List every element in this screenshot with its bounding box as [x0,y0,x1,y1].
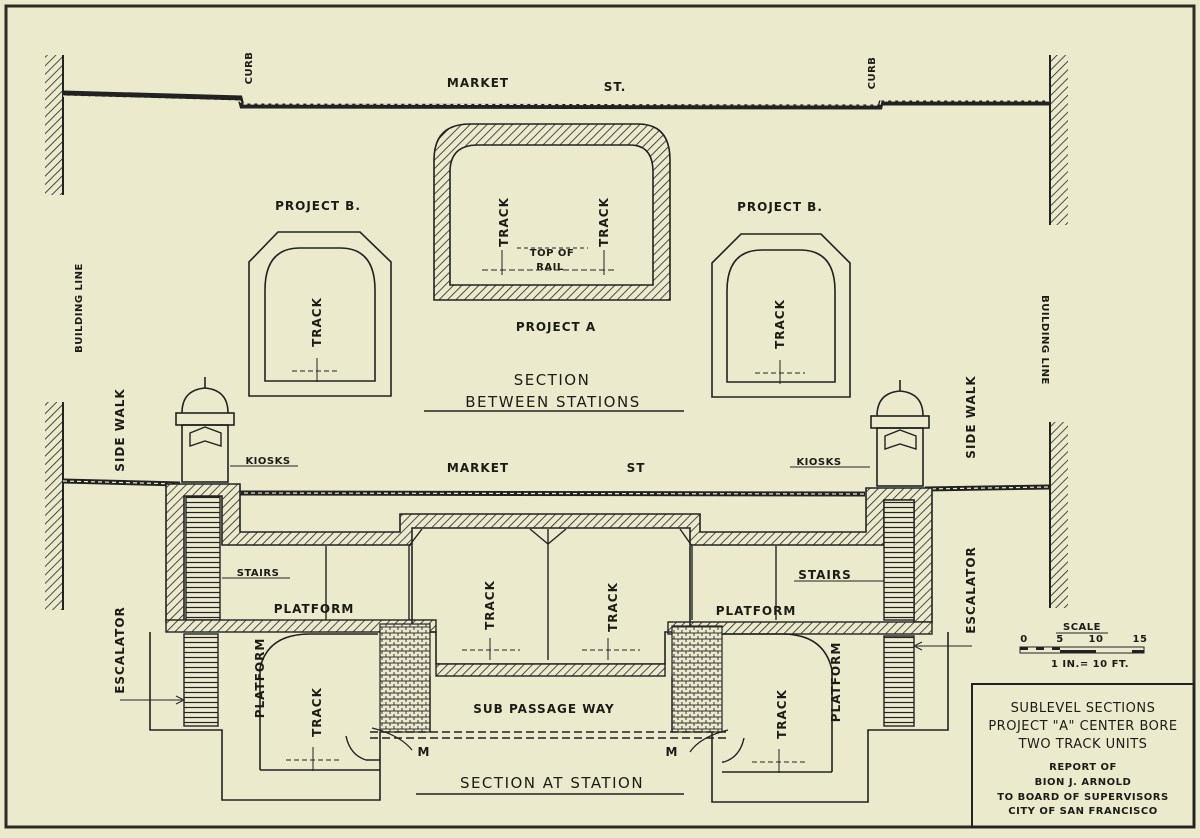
project-b-tunnel-left [248,231,392,397]
title-line-5: BION J. ARNOLD [1035,777,1132,788]
stairs-left [185,496,221,621]
street-abbrev-label-upper: ST. [604,80,627,94]
platform-slab [165,619,933,635]
market-street-label-upper: MARKET [447,76,509,90]
curb-label-left: CURB [244,52,255,85]
scale-tick-10: 10 [1089,634,1104,645]
platform-label-right: PLATFORM [716,604,797,618]
platform-vertical-label-left: PLATFORM [253,638,267,719]
section-label: SECTION [514,371,591,389]
platform-label-left: PLATFORM [274,602,355,616]
building-line-label-right: BUILDING LINE [1039,295,1050,385]
street-abbrev-label-lower: ST [627,461,646,475]
track-label-a-right: TRACK [597,197,611,247]
escalator-label-right: ESCALATOR [964,546,978,634]
street-surface-lower [62,478,1051,497]
track-label-station-center-right: TRACK [606,582,620,632]
side-walk-label-right: SIDE WALK [964,375,978,458]
market-street-label-lower: MARKET [447,461,509,475]
lower-track-tunnel-left [149,632,381,801]
rail-label: RAIL [536,262,564,273]
platform-vertical-label-right: PLATFORM [829,642,843,723]
scale-tick-15: 15 [1133,634,1148,645]
between-stations-label: BETWEEN STATIONS [465,393,640,411]
m-label-right: M [666,745,679,759]
escalator-label-left: ESCALATOR [113,606,127,694]
project-b-label-right: PROJECT B. [737,200,823,214]
track-label-station-left: TRACK [310,687,324,737]
top-of-label: TOP OF [530,248,574,259]
m-label-left: M [418,745,431,759]
track-label-a-left: TRACK [497,197,511,247]
sheet-border [4,4,1196,829]
title-line-4: REPORT OF [1049,762,1117,773]
title-block-frame [971,683,1195,828]
street-surface-upper [62,90,1050,110]
sub-passage-way [370,676,730,753]
sub-passage-label: SUB PASSAGE WAY [473,702,614,716]
brick-pier-right [671,625,723,733]
lower-track-tunnel-right [711,632,949,803]
kiosks-label-right: KIOSKS [796,457,841,468]
building-line-walls-lower [45,402,1068,610]
project-b-tunnel-right [711,233,851,398]
side-walk-label-left: SIDE WALK [113,388,127,471]
kiosk-right [870,380,930,487]
track-label-station-center-left: TRACK [483,580,497,630]
stairs-label-left: STAIRS [237,568,280,579]
kiosk-left [175,377,235,483]
station-struts [325,528,777,660]
scale-tick-5: 5 [1056,634,1063,645]
scale-title: SCALE [1063,622,1101,633]
title-line-7: CITY OF SAN FRANCISCO [1008,806,1157,817]
track-label-b-right: TRACK [773,299,787,349]
stairs-label-right: STAIRS [798,568,852,582]
brick-pier-left [379,623,431,733]
title-line-1: SUBLEVEL SECTIONS [1011,701,1156,716]
stairs-right [883,499,915,621]
title-line-2: PROJECT "A" CENTER BORE [988,719,1177,734]
title-line-3: TWO TRACK UNITS [1018,737,1148,752]
kiosks-label-left: KIOSKS [245,456,290,467]
project-a-label: PROJECT A [516,320,596,334]
scale-bar [1019,646,1145,654]
scale-tick-0: 0 [1020,634,1027,645]
project-a-tunnel [433,123,671,301]
building-line-walls-upper [45,55,1068,225]
project-b-label-left: PROJECT B. [275,199,361,213]
center-track-box [411,546,691,677]
curb-label-right: CURB [867,57,878,90]
section-at-station-label: SECTION AT STATION [460,774,644,792]
track-label-b-left: TRACK [310,297,324,347]
track-label-station-right: TRACK [775,689,789,739]
scale-note: 1 IN.= 10 FT. [1051,659,1129,670]
title-line-6: TO BOARD OF SUPERVISORS [997,792,1168,803]
building-line-label-left: BUILDING LINE [74,263,85,353]
